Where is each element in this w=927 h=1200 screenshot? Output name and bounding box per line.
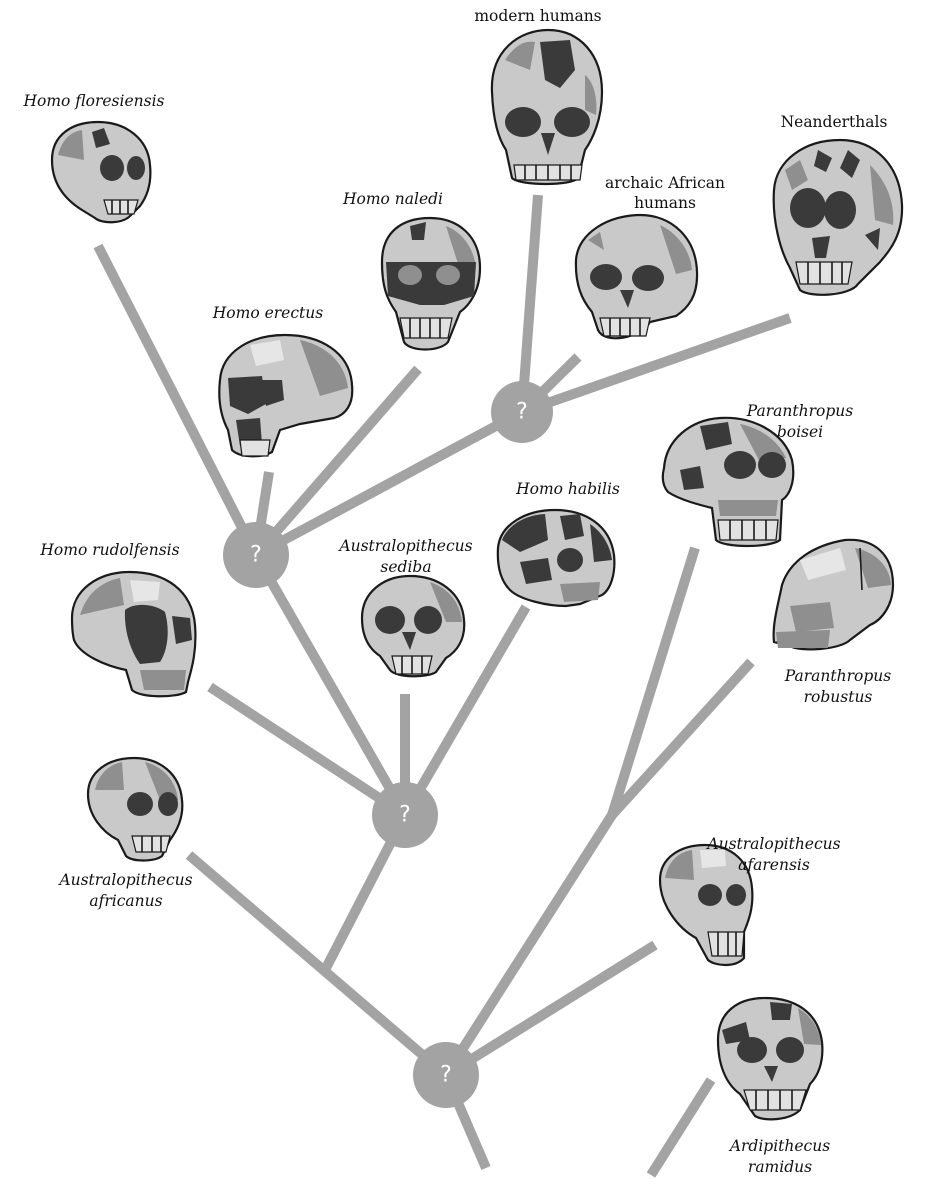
label-australopithecus-afarensis-line2: afarensis: [738, 856, 810, 874]
label-homo-habilis: Homo habilis: [515, 480, 620, 498]
branch-naledi: [252, 365, 422, 559]
branch-rudolfensis: [207, 682, 408, 820]
homo-habilis-skull-illustration: [496, 508, 616, 608]
branch-homo-node: [251, 552, 410, 818]
paranthropus-boisei-skull-illustration: [661, 416, 795, 548]
australopithecus-africanus-skull-illustration: [86, 756, 184, 862]
species-labels: modern humans Neanderthals archaic Afric…: [23, 7, 892, 1176]
label-ardipithecus-ramidus-line1: Ardipithecus: [728, 1137, 830, 1155]
label-australopithecus-afarensis-line1: Australopithecus: [705, 835, 840, 853]
node-sapiens: ?: [491, 381, 553, 443]
label-neanderthals: Neanderthals: [781, 113, 888, 131]
archaic-african-humans-skull-illustration: [574, 213, 699, 340]
branch-paranthropus-boisei: [607, 546, 700, 817]
label-archaic-african-line1: archaic African: [605, 174, 725, 192]
label-homo-rudolfensis: Homo rudolfensis: [39, 541, 179, 559]
label-australopithecus-africanus-line2: africanus: [89, 892, 162, 910]
label-australopithecus-africanus-line1: Australopithecus: [57, 871, 192, 889]
node-sapiens-mark: ?: [516, 400, 528, 425]
label-homo-erectus: Homo erectus: [212, 304, 323, 322]
homo-floresiensis-skull-illustration: [50, 120, 152, 224]
label-paranthropus-boisei-line1: Paranthropus: [746, 402, 853, 420]
label-paranthropus-boisei-line2: boisei: [777, 423, 823, 441]
australopithecus-afarensis-skull-illustration: [658, 843, 754, 967]
node-root: ?: [413, 1042, 479, 1108]
label-paranthropus-robustus-line2: robustus: [804, 688, 873, 706]
label-homo-naledi: Homo naledi: [342, 190, 443, 208]
branch-modern-humans: [517, 194, 543, 413]
branches: [93, 194, 792, 1178]
branch-paranthropus-robustus: [608, 658, 755, 819]
node-root-mark: ?: [440, 1063, 452, 1088]
node-early-homo-mark: ?: [399, 803, 411, 828]
node-later-homo-mark: ?: [250, 543, 262, 568]
ardipithecus-ramidus-skull-illustration: [716, 996, 824, 1121]
label-homo-floresiensis: Homo floresiensis: [23, 92, 165, 110]
branch-habilis: [400, 604, 531, 818]
branch-neanderthals: [520, 313, 792, 417]
paranthropus-robustus-skull-illustration: [772, 538, 895, 651]
branch-sapiens-node: [253, 407, 525, 560]
australopithecus-sediba-skull-illustration: [360, 574, 466, 678]
label-paranthropus-robustus-line1: Paranthropus: [784, 667, 891, 685]
branch-ramidus: [646, 1077, 716, 1178]
label-archaic-african-line2: humans: [634, 194, 696, 212]
label-ardipithecus-ramidus-line2: ramidus: [748, 1158, 812, 1176]
label-australopithecus-sediba-line2: sediba: [380, 558, 431, 576]
branch-paranthropus-stem: [441, 812, 617, 1078]
label-australopithecus-sediba-line1: Australopithecus: [337, 537, 472, 555]
branch-africanus-node: [185, 851, 450, 1079]
homo-erectus-skull-illustration: [218, 333, 354, 458]
node-early-homo: ?: [372, 782, 438, 848]
neanderthals-skull-illustration: [772, 138, 904, 296]
branch-afarensis: [443, 940, 658, 1080]
homo-naledi-skull-illustration: [380, 216, 482, 351]
homo-rudolfensis-skull-illustration: [70, 570, 197, 698]
branch-floresiensis: [93, 243, 261, 558]
node-later-homo: ?: [223, 522, 289, 588]
label-modern-humans: modern humans: [474, 7, 601, 25]
modern-humans-skull-illustration: [490, 28, 604, 186]
